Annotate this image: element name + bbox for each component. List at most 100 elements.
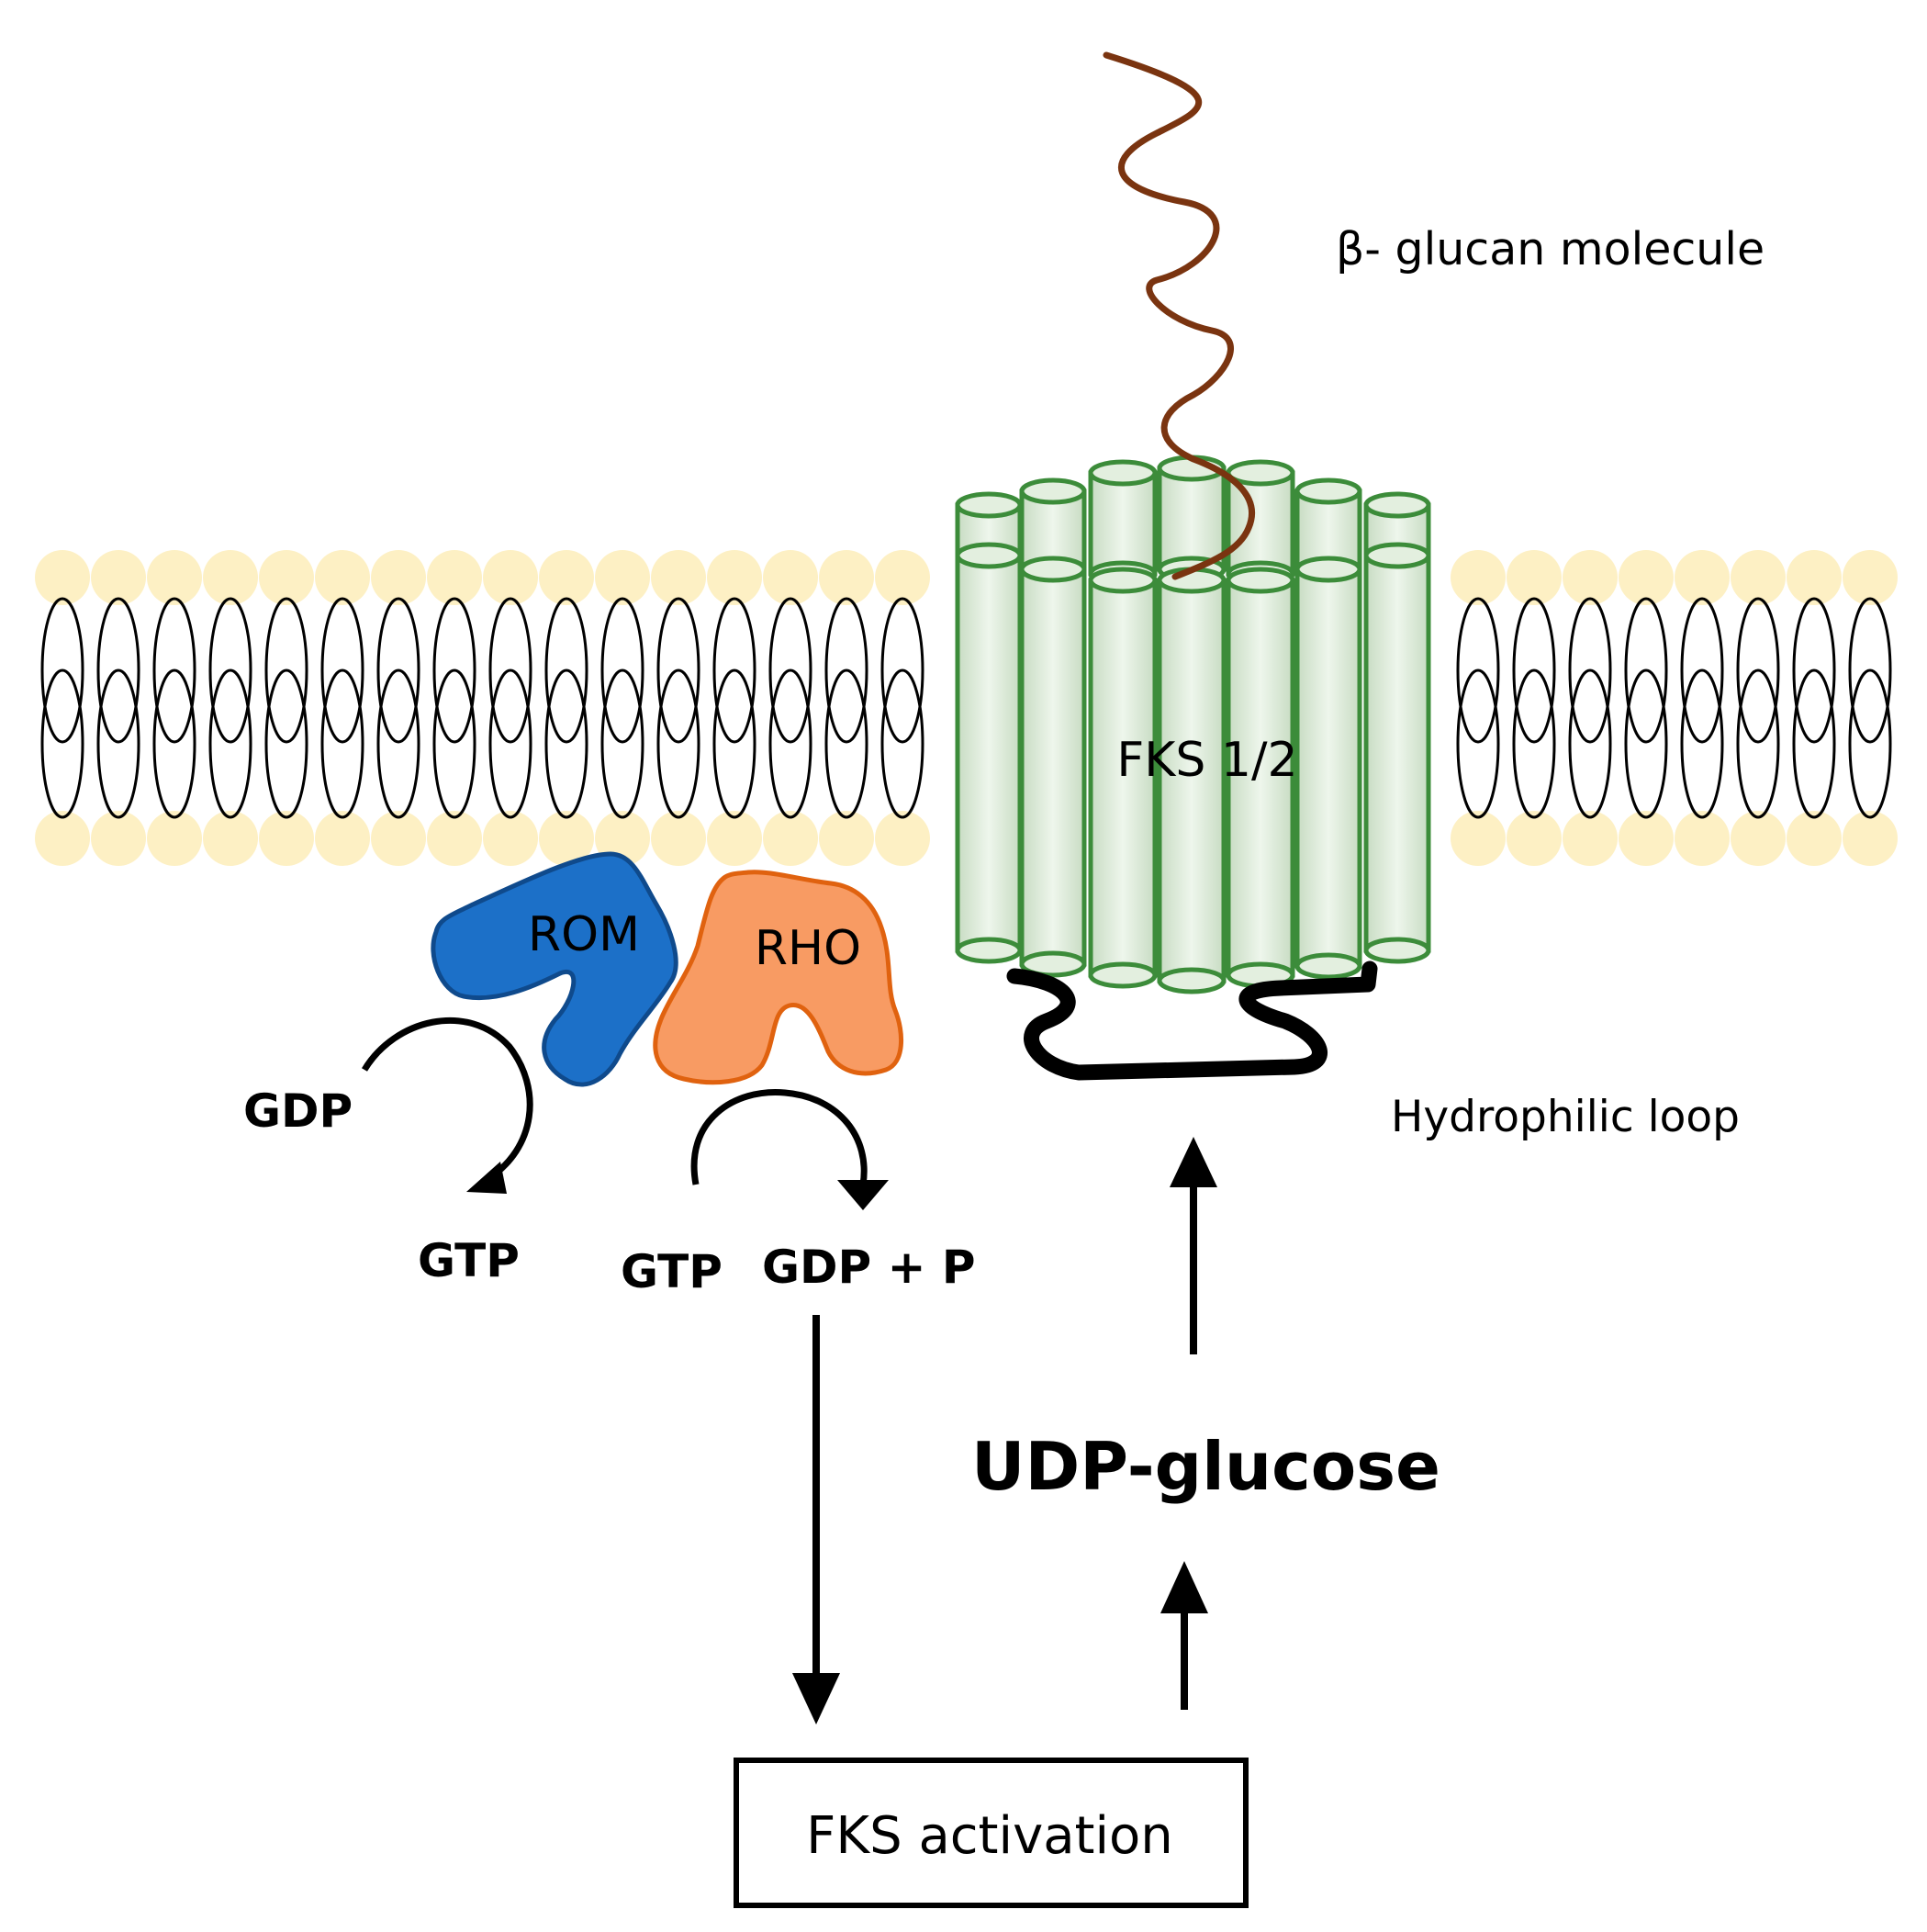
fks-channel	[955, 455, 1431, 994]
lipid-tail-bottom	[712, 668, 756, 819]
lipid-head-top	[1787, 550, 1842, 605]
lipid-head-top	[315, 550, 370, 605]
lipid-tail-bottom	[96, 668, 140, 819]
lipid-head-bottom	[315, 811, 370, 866]
cylinder-body	[1157, 466, 1227, 572]
fks-label: FKS 1/2	[1116, 733, 1297, 788]
activation-to-udp-arrowhead	[1160, 1561, 1208, 1613]
cylinder-bottom	[1157, 967, 1227, 994]
lipid-head-top	[371, 550, 426, 605]
fks-activation-label: FKS activation	[806, 1806, 1173, 1866]
lipid-head-top	[1619, 550, 1674, 605]
lipid-head-top	[1507, 550, 1562, 605]
fks-activation-box	[734, 1758, 1249, 1908]
lipid-head-bottom	[819, 811, 874, 866]
cylinder-body	[955, 553, 1023, 953]
cylinder-bottom	[1363, 937, 1431, 964]
lipid-tail-bottom	[488, 668, 532, 819]
lipid-tail-top	[40, 597, 84, 744]
lipid-head-top	[875, 550, 930, 605]
cylinder-top	[1363, 491, 1431, 519]
lipid-tail-bottom	[600, 668, 644, 819]
gtp-left-label: GTP	[418, 1234, 520, 1287]
lipid-tail-top	[544, 597, 588, 744]
lipid-tail-bottom	[1568, 668, 1612, 819]
lipid-tail-bottom	[1736, 668, 1780, 819]
lipid-tail-bottom	[1848, 668, 1892, 819]
lipid-head-bottom	[1563, 811, 1618, 866]
lipid-head-bottom	[1787, 811, 1842, 866]
lipid-head-top	[259, 550, 314, 605]
gdp-p-label: GDP + P	[762, 1241, 976, 1294]
rom-exchange-arrow	[362, 1017, 533, 1183]
cylinder-body	[1226, 578, 1295, 978]
lipid-tail-bottom	[264, 668, 308, 819]
beta-glucan-chain	[1103, 51, 1256, 580]
rho-label: RHO	[755, 921, 861, 976]
lipid-head-bottom	[875, 811, 930, 866]
lipid-head-top	[147, 550, 202, 605]
lipid-tail-top	[432, 597, 476, 744]
activation-down-arrowhead	[792, 1673, 840, 1724]
rho-hydrolysis-arrowhead	[837, 1180, 889, 1210]
lipid-tail-bottom	[152, 668, 196, 819]
rom-protein	[431, 851, 678, 1087]
lipid-tail-top	[600, 597, 644, 744]
rho-protein	[653, 870, 904, 1085]
lipid-head-bottom	[707, 811, 762, 866]
lipid-tail-top	[880, 597, 924, 744]
lipid-tail-top	[1848, 597, 1892, 744]
rom-label: ROM	[528, 907, 640, 962]
cylinder-bottom	[1088, 961, 1158, 989]
lipid-tail-bottom	[432, 668, 476, 819]
lipid-head-bottom	[147, 811, 202, 866]
fks-cylinder	[1088, 567, 1158, 989]
lipid-tail-bottom	[1512, 668, 1556, 819]
lipid-head-bottom	[259, 811, 314, 866]
lipid-head-top	[1843, 550, 1898, 605]
lipid-head-bottom	[1451, 811, 1506, 866]
cylinder-top	[1088, 459, 1158, 487]
lipid-tail-top	[320, 597, 364, 744]
lipid-tail-top	[712, 597, 756, 744]
lipid-tail-top	[656, 597, 700, 744]
lipid-head-bottom	[1507, 811, 1562, 866]
fks-cylinder	[1363, 542, 1431, 964]
lipid-head-bottom	[1731, 811, 1786, 866]
lipid-head-bottom	[35, 811, 90, 866]
cylinder-top	[1019, 556, 1087, 583]
lipid-head-bottom	[1619, 811, 1674, 866]
lipid-tail-top	[1512, 597, 1556, 744]
lipid-tail-bottom	[768, 668, 812, 819]
lipid-tail-top	[824, 597, 868, 744]
cylinder-top	[1294, 477, 1362, 505]
lipid-tail-top	[264, 597, 308, 744]
cylinder-bottom	[955, 937, 1023, 964]
lipid-tail-bottom	[544, 668, 588, 819]
lipid-tail-top	[1568, 597, 1612, 744]
fks-cylinder	[1226, 567, 1295, 989]
lipid-tail-bottom	[880, 668, 924, 819]
lipid-head-bottom	[371, 811, 426, 866]
lipid-tail-top	[376, 597, 420, 744]
cylinder-bottom	[1019, 950, 1087, 978]
lipid-tail-bottom	[1792, 668, 1836, 819]
lipid-tail-top	[1624, 597, 1668, 744]
lipid-head-bottom	[203, 811, 258, 866]
hydrophilic-loop	[1006, 960, 1378, 1081]
lipid-head-top	[763, 550, 818, 605]
rom-exchange-arrowhead	[466, 1162, 507, 1194]
cylinder-bottom	[1294, 952, 1362, 980]
lipid-head-top	[483, 550, 538, 605]
lipid-tail-top	[152, 597, 196, 744]
gtp-right-label: GTP	[621, 1245, 723, 1298]
lipid-tail-top	[96, 597, 140, 744]
hydrophilic-loop-label: Hydrophilic loop	[1391, 1092, 1740, 1142]
lipid-head-top	[819, 550, 874, 605]
lipid-head-bottom	[1675, 811, 1730, 866]
lipid-head-bottom	[483, 811, 538, 866]
fks-cylinder	[955, 542, 1023, 964]
lipid-head-top	[1451, 550, 1506, 605]
cylinder-body	[1088, 578, 1158, 978]
